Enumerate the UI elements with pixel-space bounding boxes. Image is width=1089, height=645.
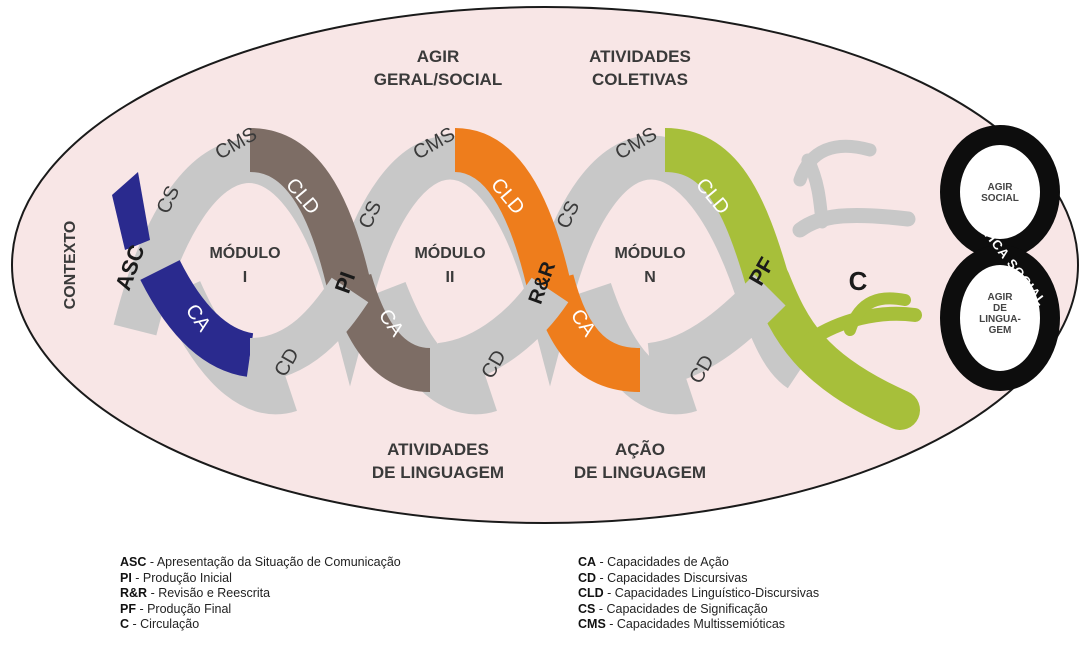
agir-ling-line4: GEM	[989, 325, 1012, 336]
label-agir-geral: AGIR GERAL/SOCIAL	[374, 47, 502, 89]
legend-item: ASC - Apresentação da Situação de Comuni…	[120, 555, 401, 571]
strand-cld-orange	[453, 128, 572, 295]
modulo-1-line2: I	[243, 269, 247, 286]
atividades-coletivas-line1: ATIVIDADES	[589, 47, 691, 66]
strand-front-gray	[248, 274, 786, 387]
legend-abbr: R&R	[120, 586, 148, 600]
modulo-1-line1: MÓDULO	[209, 243, 280, 262]
legend-abbr: CMS	[578, 617, 606, 631]
label-atividades-coletivas: ATIVIDADES COLETIVAS	[589, 47, 691, 89]
legend-abbr: PI	[120, 570, 132, 585]
legend-abbr: ASC	[120, 555, 147, 569]
legend-item: PI - Produção Inicial	[120, 571, 401, 587]
legend-abbr: CA	[578, 555, 597, 569]
modulo-n-line2: N	[644, 269, 656, 286]
legend-desc: - Revisão e Reescrita	[147, 586, 271, 600]
legend-item: PF - Produção Final	[120, 602, 401, 618]
agir-ling-line1: AGIR	[988, 292, 1014, 303]
antler-green	[803, 292, 922, 347]
legend-desc: - Capacidades Discursivas	[596, 570, 748, 585]
label-acao-linguagem: AÇÃO DE LINGUAGEM	[574, 439, 706, 482]
legend-item: CS - Capacidades de Significação	[578, 602, 819, 618]
legend-right: CA - Capacidades de Ação CD - Capacidade…	[578, 555, 819, 633]
strand-cld-green	[663, 128, 792, 296]
legend-item: CD - Capacidades Discursivas	[578, 571, 819, 587]
atividades-linguagem-line2: DE LINGUAGEM	[372, 463, 504, 482]
legend-desc: - Circulação	[129, 617, 200, 631]
agir-ling-line3: LINGUA-	[979, 314, 1021, 325]
legend-desc: - Produção Final	[135, 601, 232, 616]
legend-item: R&R - Revisão e Reescrita	[120, 586, 401, 602]
legend-abbr: PF	[120, 601, 136, 616]
agir-social-line1: AGIR	[988, 182, 1014, 193]
legend-abbr: C	[120, 617, 130, 631]
antler-gray	[792, 139, 916, 238]
legend-item: CA - Capacidades de Ação	[578, 555, 819, 571]
agir-social-line2: SOCIAL	[981, 193, 1019, 204]
agir-ling-line2: DE	[993, 303, 1007, 314]
strand-asc-blue	[112, 172, 150, 250]
label-contexto: CONTEXTO	[62, 221, 79, 310]
label-atividades-linguagem: ATIVIDADES DE LINGUAGEM	[372, 440, 504, 482]
legend-item: C - Circulação	[120, 617, 401, 633]
diagram: AGIR GERAL/SOCIAL ATIVIDADES COLETIVAS A…	[11, 6, 1079, 524]
legend-abbr: CD	[578, 570, 597, 585]
modulo-n-line1: MÓDULO	[614, 243, 685, 262]
legend-item: CMS - Capacidades Multissemióticas	[578, 617, 819, 633]
legend-desc: - Apresentação da Situação de Comunicaçã…	[146, 555, 401, 569]
label-c: C	[849, 266, 868, 296]
legend-desc: - Capacidades de Significação	[595, 601, 768, 616]
legend-abbr: CS	[578, 601, 596, 616]
legend-desc: - Capacidades Multissemióticas	[605, 617, 786, 631]
acao-linguagem-line2: DE LINGUAGEM	[574, 463, 706, 482]
atividades-linguagem-line1: ATIVIDADES	[387, 440, 489, 459]
legend-left: ASC - Apresentação da Situação de Comuni…	[120, 555, 401, 633]
strand-cld-brown	[248, 128, 372, 295]
legend: ASC - Apresentação da Situação de Comuni…	[0, 555, 1089, 645]
legend-desc: - Capacidades Linguístico-Discursivas	[603, 586, 820, 600]
agir-geral-line1: AGIR	[417, 47, 460, 66]
legend-desc: - Capacidades de Ação	[596, 555, 729, 569]
legend-abbr: CLD	[578, 586, 604, 600]
legend-item: CLD - Capacidades Linguístico-Discursiva…	[578, 586, 819, 602]
modulo-2-line2: II	[446, 269, 455, 286]
strand-ca-blue	[140, 259, 255, 377]
acao-linguagem-line1: AÇÃO	[615, 439, 665, 459]
modulo-2-line1: MÓDULO	[414, 243, 485, 262]
legend-desc: - Produção Inicial	[131, 570, 232, 585]
atividades-coletivas-line2: COLETIVAS	[592, 70, 688, 89]
agir-geral-line2: GERAL/SOCIAL	[374, 70, 502, 89]
